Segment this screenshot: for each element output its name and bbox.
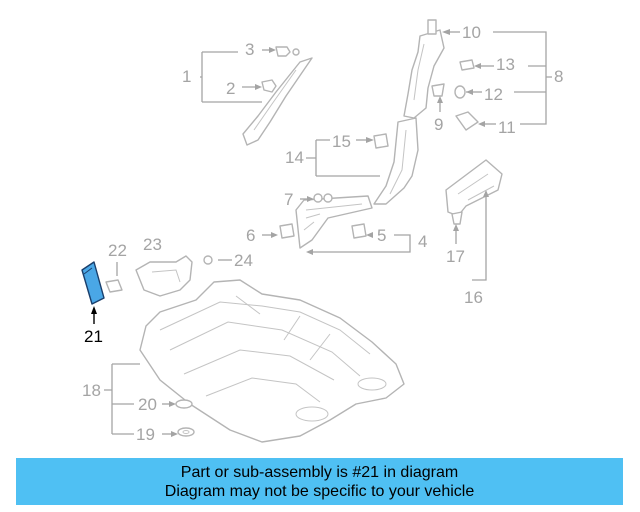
bracket-part-23[interactable] <box>135 255 193 297</box>
callout-24[interactable]: 24 <box>234 251 253 270</box>
rear-quarter-trim-part[interactable] <box>445 159 503 217</box>
callout-3[interactable]: 3 <box>245 40 254 59</box>
mat-hook-part-19[interactable] <box>177 427 195 437</box>
mat-hook-part-20[interactable] <box>175 399 193 409</box>
b-pillar-lower-trim-part[interactable] <box>373 117 419 205</box>
callout-11[interactable]: 11 <box>498 118 516 137</box>
callout-15[interactable]: 15 <box>332 132 351 151</box>
callout-9[interactable]: 9 <box>434 115 443 134</box>
callout-4[interactable]: 4 <box>418 232 427 251</box>
clip-part-17[interactable] <box>451 211 463 225</box>
callout-2[interactable]: 2 <box>226 79 235 98</box>
clip-part-6[interactable] <box>279 223 295 239</box>
fastener-part-7[interactable] <box>313 193 333 203</box>
callout-12[interactable]: 12 <box>484 85 503 104</box>
callout-19[interactable]: 19 <box>136 425 155 444</box>
callout-10[interactable]: 10 <box>462 23 481 42</box>
callout-22[interactable]: 22 <box>108 241 127 260</box>
highlighted-part-21[interactable] <box>81 261 105 305</box>
callout-13[interactable]: 13 <box>496 55 515 74</box>
callout-16[interactable]: 16 <box>464 288 483 307</box>
grommet-part-12[interactable] <box>454 85 466 99</box>
clip-part-15[interactable] <box>373 133 389 149</box>
callout-8[interactable]: 8 <box>554 67 563 86</box>
parts-diagram: 1 2 3 10 13 12 9 11 8 15 14 <box>81 19 563 444</box>
cover-part-11[interactable] <box>455 111 479 131</box>
a-pillar-trim-part[interactable] <box>242 57 313 146</box>
banner-line-1: Part or sub-assembly is #21 in diagram <box>180 463 459 481</box>
b-pillar-upper-trim-part[interactable] <box>403 19 445 119</box>
clip-part-3[interactable] <box>275 46 300 57</box>
floor-carpet-part[interactable] <box>139 279 405 443</box>
callout-23[interactable]: 23 <box>143 235 162 254</box>
callout-5[interactable]: 5 <box>377 226 386 245</box>
scuff-plate-part[interactable] <box>295 195 373 249</box>
banner-line-2: Diagram may not be specific to your vehi… <box>164 482 475 500</box>
clip-part-9[interactable] <box>431 83 445 97</box>
callout-1[interactable]: 1 <box>182 67 191 86</box>
clip-part-5[interactable] <box>351 223 367 239</box>
callout-17[interactable]: 17 <box>446 247 465 266</box>
callout-6[interactable]: 6 <box>246 226 255 245</box>
clip-part-24[interactable] <box>203 255 213 265</box>
clip-part-2[interactable] <box>261 79 277 93</box>
callout-20[interactable]: 20 <box>138 395 157 414</box>
bolt-part-22[interactable] <box>105 279 123 293</box>
bolt-part-13[interactable] <box>459 59 475 71</box>
callout-18[interactable]: 18 <box>82 381 101 400</box>
info-banner: Part or sub-assembly is #21 in diagram D… <box>16 458 623 505</box>
callout-21[interactable]: 21 <box>84 327 103 346</box>
callout-14[interactable]: 14 <box>285 148 304 167</box>
callout-7[interactable]: 7 <box>284 190 293 209</box>
